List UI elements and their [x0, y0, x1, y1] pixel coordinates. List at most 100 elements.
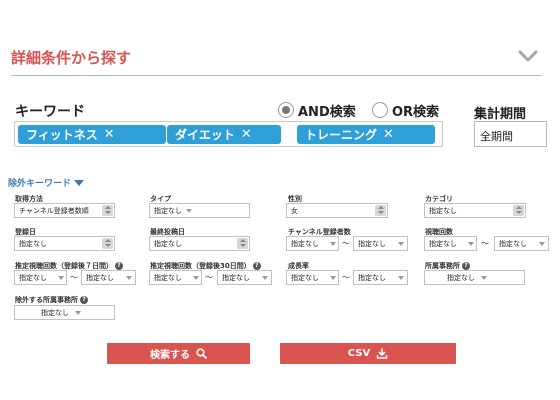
growth-label: 成長率	[288, 262, 309, 270]
caret-down-icon	[193, 276, 199, 280]
spinner-icon	[237, 238, 248, 249]
help-icon[interactable]: ?	[80, 296, 88, 304]
agency-label-text: 所属事務所	[425, 262, 460, 270]
caret-down-icon	[58, 276, 64, 280]
last-post-value: 指定なし	[154, 239, 182, 248]
views-from-select[interactable]: 指定なし	[424, 236, 477, 251]
exclude-agency-label-text: 除外する所属事務所	[15, 296, 78, 304]
subscribers-from-select[interactable]: 指定なし	[286, 236, 339, 251]
agency-label: 所属事務所 ?	[425, 261, 470, 271]
gender-value: 女	[291, 206, 298, 215]
header-divider	[11, 75, 542, 76]
remove-tag-icon[interactable]: ✕	[240, 127, 252, 142]
category-label: カテゴリ	[425, 195, 453, 203]
caret-down-icon	[481, 276, 487, 280]
type-select[interactable]: 指定なし	[149, 203, 250, 218]
caret-down-icon	[75, 311, 81, 315]
period-label: 集計期間	[474, 107, 527, 122]
acquisition-select[interactable]: チャンネル登録者数順	[14, 203, 115, 218]
views-to-value: 指定なし	[499, 239, 527, 248]
help-icon[interactable]: ?	[252, 262, 261, 270]
search-icon	[196, 348, 207, 359]
spinner-icon	[513, 205, 524, 216]
keyword-tag-label: ダイエット	[175, 128, 235, 142]
est-views-30-from-select[interactable]: 指定なし	[149, 270, 202, 285]
category-select[interactable]: 指定なし	[424, 203, 526, 218]
est-views-7-to-select[interactable]: 指定なし	[81, 270, 136, 285]
type-value: 指定なし	[154, 206, 182, 215]
keyword-label: キーワード	[15, 104, 85, 120]
growth-from-select[interactable]: 指定なし	[286, 270, 339, 285]
remove-tag-icon[interactable]: ✕	[383, 127, 394, 142]
spinner-icon	[375, 205, 386, 216]
caret-down-icon	[468, 242, 474, 246]
registered-select[interactable]: 指定なし	[14, 236, 115, 251]
acquisition-label: 取得方法	[15, 195, 43, 203]
last-post-select[interactable]: 指定なし	[149, 236, 250, 251]
agency-value: 指定なし	[447, 273, 475, 282]
est-views-30-label: 推定視聴回数（登録後30日間） ?	[150, 261, 261, 271]
exclude-agency-select[interactable]: 指定なし	[14, 305, 115, 320]
remove-tag-icon[interactable]: ✕	[103, 127, 115, 142]
est-views-7-to-value: 指定なし	[86, 273, 114, 282]
category-value: 指定なし	[429, 206, 457, 215]
keyword-tag: フィットネス ✕	[18, 125, 166, 144]
keyword-tag-label: トレーニング	[305, 128, 378, 142]
est-views-7-label-text: 推定視聴回数（登録後７日間）	[15, 262, 113, 270]
growth-to-select[interactable]: 指定なし	[353, 270, 408, 285]
or-search-radio[interactable]: OR検索	[372, 101, 440, 120]
exclude-agency-value: 指定なし	[41, 308, 69, 317]
and-search-label: AND検索	[298, 104, 356, 120]
exclude-agency-label: 除外する所属事務所 ?	[15, 295, 88, 305]
spinner-icon	[102, 205, 113, 216]
range-tilde: 〜	[481, 239, 489, 248]
type-label: タイプ	[150, 195, 171, 203]
search-button[interactable]: 検索する	[107, 343, 250, 364]
est-views-30-to-value: 指定なし	[222, 273, 250, 282]
caret-down-icon	[126, 276, 132, 280]
subscribers-to-select[interactable]: 指定なし	[353, 236, 408, 251]
range-tilde: 〜	[205, 273, 213, 282]
keyword-tag-label: フィットネス	[26, 128, 98, 142]
csv-download-button[interactable]: CSV	[280, 343, 456, 364]
est-views-7-from-select[interactable]: 指定なし	[14, 270, 67, 285]
help-icon[interactable]: ?	[115, 262, 123, 270]
gender-select[interactable]: 女	[286, 203, 388, 218]
caret-down-icon	[330, 242, 336, 246]
range-tilde: 〜	[342, 239, 350, 248]
caret-down-icon	[186, 209, 192, 213]
subscribers-to-value: 指定なし	[358, 239, 386, 248]
est-views-30-from-value: 指定なし	[154, 273, 182, 282]
and-search-radio[interactable]: AND検索	[278, 101, 356, 120]
caret-down-icon	[398, 276, 404, 280]
caret-down-icon	[330, 276, 336, 280]
agency-select[interactable]: 指定なし	[424, 270, 525, 285]
subscribers-from-value: 指定なし	[291, 239, 319, 248]
gender-label: 性別	[288, 195, 302, 203]
acquisition-value: チャンネル登録者数順	[19, 206, 89, 215]
registered-value: 指定なし	[19, 239, 47, 248]
or-search-label: OR検索	[392, 104, 440, 120]
est-views-30-to-select[interactable]: 指定なし	[217, 270, 272, 285]
help-icon[interactable]: ?	[462, 262, 470, 270]
triangle-down-icon	[74, 179, 85, 186]
radio-unselected-icon	[372, 102, 388, 118]
views-to-select[interactable]: 指定なし	[494, 236, 549, 251]
keyword-input[interactable]: フィットネス ✕ ダイエット ✕ トレーニング ✕	[14, 121, 443, 147]
chevron-down-icon[interactable]	[517, 47, 539, 65]
keyword-tag: トレーニング ✕	[297, 125, 435, 144]
est-views-7-from-value: 指定なし	[19, 273, 47, 282]
est-views-30-label-text: 推定視聴回数（登録後30日間）	[150, 262, 251, 270]
growth-to-value: 指定なし	[358, 273, 386, 282]
section-title: 詳細条件から探す	[11, 49, 132, 67]
exclude-keyword-toggle[interactable]: 除外キーワード	[8, 176, 85, 189]
download-icon	[377, 348, 388, 359]
range-tilde: 〜	[70, 273, 78, 282]
growth-from-value: 指定なし	[291, 273, 319, 282]
period-select[interactable]: 全期間	[474, 121, 547, 147]
spinner-icon	[102, 238, 113, 249]
exclude-keyword-label: 除外キーワード	[8, 179, 72, 189]
radio-selected-icon	[278, 102, 294, 118]
search-button-label: 検索する	[150, 350, 190, 361]
range-tilde: 〜	[342, 273, 350, 282]
